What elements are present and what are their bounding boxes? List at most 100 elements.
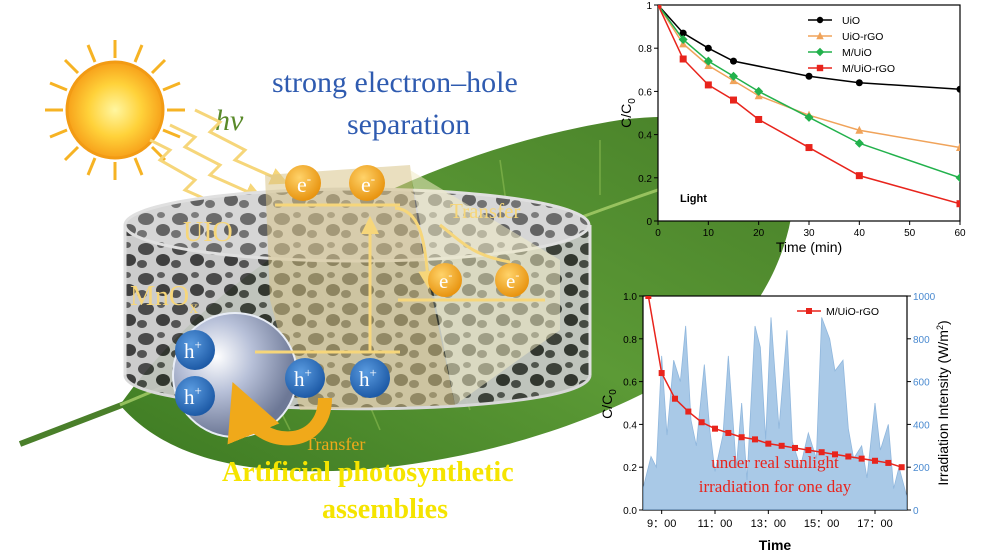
chart1-point-3-7 bbox=[956, 200, 960, 208]
svg-text:h+: h+ bbox=[184, 337, 202, 363]
hole-sphere-2: h+ bbox=[175, 376, 215, 416]
chart1-x-label: Time (min) bbox=[776, 239, 842, 255]
chart1-y-tick-label-0: 0 bbox=[646, 217, 652, 228]
svg-text:h+: h+ bbox=[359, 365, 377, 391]
svg-text:e-: e- bbox=[506, 268, 519, 293]
chart2-x-tick-label-4: 17：00 bbox=[857, 518, 892, 530]
chart2-y-tick-label-5: 1.0 bbox=[623, 292, 637, 303]
chart1-point-3-5 bbox=[805, 144, 813, 152]
chart2-annotation-line2: irradiation for one day bbox=[699, 477, 852, 496]
svg-text:h+: h+ bbox=[294, 365, 312, 391]
chart2-point-0 bbox=[645, 296, 652, 299]
bottom-title-line1: Artificial photosynthetic bbox=[222, 457, 514, 488]
svg-text:e-: e- bbox=[439, 268, 452, 293]
chart1-point-3-1 bbox=[679, 55, 687, 63]
chart2-x-label: Time bbox=[759, 537, 792, 553]
transfer-top-label: Transfer bbox=[450, 199, 520, 223]
chart1-legend-marker-2 bbox=[815, 47, 825, 57]
chart2-x-tick-label-3: 15：00 bbox=[804, 518, 839, 530]
chart2-point-17 bbox=[872, 457, 878, 464]
chart2-y2-label: Irradiation Intensity (W/m2) bbox=[935, 320, 951, 485]
chart1-point-1-7 bbox=[956, 143, 960, 152]
chart1-legend-label-2: M/UiO bbox=[842, 47, 872, 59]
chart2-point-1 bbox=[658, 370, 665, 377]
electron-right-2: e- bbox=[495, 263, 529, 297]
chart1-point-0-1 bbox=[679, 29, 687, 37]
electron-right-1: e- bbox=[428, 263, 462, 297]
chart1-point-3-0 bbox=[658, 5, 662, 9]
chart2-y-tick-label-4: 0.8 bbox=[623, 335, 637, 346]
chart2-y-label: C/C0 bbox=[599, 389, 619, 419]
chart2-point-14 bbox=[832, 451, 838, 458]
chart1-point-3-2 bbox=[704, 81, 712, 89]
chart1-y-tick-label-5: 1 bbox=[646, 1, 652, 12]
chart2-y2-tick-label-5: 1000 bbox=[913, 292, 936, 303]
chart2-y2-tick-label-2: 400 bbox=[913, 420, 930, 431]
chart1-point-2-6 bbox=[854, 138, 864, 148]
hole-transfer-arrow bbox=[227, 382, 332, 446]
chart1-point-1-6 bbox=[855, 125, 864, 134]
chart2-point-2 bbox=[672, 395, 678, 402]
chart1-series-line-1 bbox=[658, 5, 960, 149]
chart2-legend: M/UiO-rGO bbox=[797, 306, 879, 318]
hole-band-1: h+ bbox=[285, 358, 325, 398]
chart2-x-tick-label-0: 9：00 bbox=[647, 518, 676, 530]
chart1-annotation: Light bbox=[680, 193, 707, 205]
chart2-point-6 bbox=[725, 429, 732, 436]
chart1-point-0-6 bbox=[956, 85, 960, 93]
chart1-point-2-2 bbox=[703, 56, 713, 66]
chart1-x-tick-label-1: 10 bbox=[703, 228, 715, 239]
chart2-y2-tick-label-4: 800 bbox=[913, 335, 930, 346]
bottom-title-line2: assemblies bbox=[322, 494, 448, 525]
chart1-point-2-5 bbox=[804, 112, 814, 122]
chart1-y-tick-label-4: 0.8 bbox=[638, 44, 652, 55]
chart2-legend-marker bbox=[806, 308, 812, 314]
uio-label: UIO bbox=[183, 217, 233, 248]
mnox-label: MnOx bbox=[130, 281, 198, 317]
chart1-point-2-1 bbox=[678, 35, 688, 45]
chart1-y-tick-label-1: 0.2 bbox=[638, 174, 652, 185]
chart1-legend-label-0: UiO bbox=[842, 15, 860, 27]
chart2-y2-tick-label-1: 200 bbox=[913, 463, 930, 474]
chart1-point-3-6 bbox=[855, 172, 863, 180]
chart2-point-10 bbox=[778, 442, 785, 449]
chart2-y-tick-label-3: 0.6 bbox=[623, 378, 637, 389]
chart2-point-13 bbox=[818, 449, 825, 456]
chart1-legend-marker-3 bbox=[816, 64, 824, 72]
chart1-y-label: C/C0 bbox=[618, 98, 638, 128]
chart2-y-tick-label-1: 0.2 bbox=[623, 463, 637, 474]
chart2-point-9 bbox=[765, 440, 772, 447]
chart1-series-line-2 bbox=[658, 5, 960, 179]
hole-sphere-1: h+ bbox=[175, 330, 215, 370]
chart2-point-16 bbox=[858, 455, 865, 462]
chart1-point-0-4 bbox=[805, 72, 813, 80]
chart1-point-0-2 bbox=[704, 44, 712, 52]
chart1-point-2-3 bbox=[729, 71, 738, 81]
light-rays bbox=[149, 108, 289, 215]
sun-icon bbox=[45, 40, 185, 180]
chart1-legend-marker-0 bbox=[816, 16, 824, 24]
chart2-irradiation-area bbox=[643, 317, 907, 510]
chart2-y-tick-label-2: 0.4 bbox=[623, 420, 637, 431]
chart2-y-tick-label-0: 0.0 bbox=[623, 506, 637, 517]
chart2-point-4 bbox=[698, 419, 705, 426]
chart1-y-tick-label-2: 0.4 bbox=[638, 131, 652, 142]
chart1-x-tick-label-3: 30 bbox=[803, 228, 815, 239]
chart2-point-7 bbox=[738, 434, 745, 441]
chart1-x-tick-label-4: 40 bbox=[854, 228, 866, 239]
transfer-bottom-label: Transfer bbox=[305, 434, 365, 454]
svg-text:e-: e- bbox=[361, 171, 375, 197]
chart2-annotation-line1: under real sunlight bbox=[711, 453, 839, 472]
transfer-panel bbox=[410, 170, 560, 405]
chart2-point-3 bbox=[685, 408, 692, 415]
svg-text:h+: h+ bbox=[184, 383, 202, 409]
svg-text:e-: e- bbox=[297, 171, 311, 197]
chart2-point-8 bbox=[752, 436, 758, 443]
chart1-point-0-3 bbox=[730, 57, 737, 65]
chart1-point-2-4 bbox=[754, 86, 764, 96]
chart1-legend-label-3: M/UiO-rGO bbox=[842, 63, 895, 75]
